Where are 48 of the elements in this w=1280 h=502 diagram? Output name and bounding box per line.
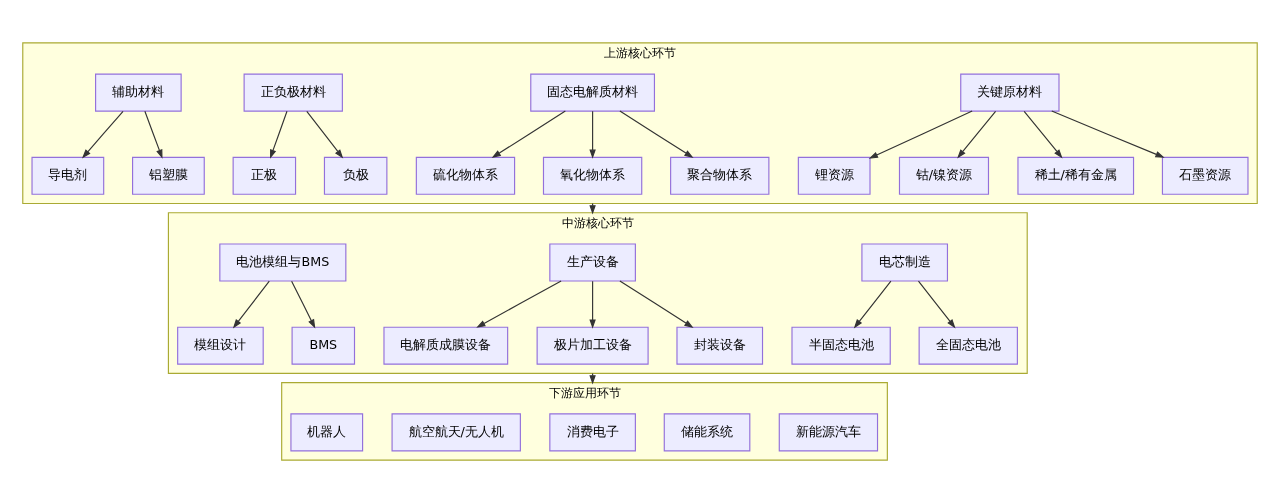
node-box: 电芯制造: [861, 242, 949, 282]
node-box: 铝塑膜: [132, 156, 205, 195]
arrow: [81, 110, 124, 158]
node-box: 固态电解质材料: [530, 73, 656, 112]
node-box: 航空航天/无人机: [391, 412, 521, 451]
arrow: [917, 280, 956, 328]
node-box: 电解质成膜设备: [383, 326, 509, 365]
node-box: 导电剂: [31, 156, 105, 195]
arrow: [232, 280, 270, 328]
arrow: [476, 279, 562, 328]
node-box: 极片加工设备: [536, 326, 649, 365]
node-box: 模组设计: [177, 326, 264, 365]
node-box: 半固态电池: [791, 326, 891, 365]
node-box: 全固态电池: [918, 326, 1018, 365]
node-box: 正负极材料: [243, 73, 343, 112]
node-box: 石墨资源: [1161, 156, 1249, 195]
node-box: 关键原材料: [960, 73, 1060, 112]
node-box: 氧化物体系: [542, 156, 643, 195]
node-box: 电池模组与BMS: [219, 242, 347, 282]
arrow: [957, 110, 997, 158]
arrow: [491, 110, 566, 158]
node-box: 储能系统: [663, 412, 751, 451]
arrow: [1023, 110, 1063, 158]
arrow: [868, 110, 973, 159]
arrow: [1051, 110, 1165, 158]
node-box: 机器人: [290, 412, 364, 451]
node-box: 新能源汽车: [778, 412, 879, 451]
arrow: [306, 110, 344, 158]
arrow: [270, 110, 288, 159]
arrow: [589, 280, 596, 329]
arrow: [144, 110, 163, 159]
node-box: 聚合物体系: [670, 156, 770, 195]
arrow: [619, 279, 694, 328]
node-box: 辅助材料: [95, 73, 182, 112]
arrow: [619, 110, 694, 158]
arrow: [853, 280, 892, 328]
node-box: 钴/镍资源: [898, 156, 990, 195]
node-box: BMS: [291, 326, 356, 365]
node-box: 稀土/稀有金属: [1017, 156, 1135, 195]
node-box: 正极: [232, 156, 297, 195]
node-box: 生产设备: [549, 242, 636, 282]
arrow: [589, 110, 596, 159]
arrow: [291, 280, 316, 329]
node-box: 封装设备: [676, 326, 764, 365]
node-box: 硫化物体系: [415, 156, 516, 195]
node-box: 锂资源: [797, 156, 871, 195]
node-box: 消费电子: [549, 412, 636, 451]
node-box: 负极: [323, 156, 388, 195]
